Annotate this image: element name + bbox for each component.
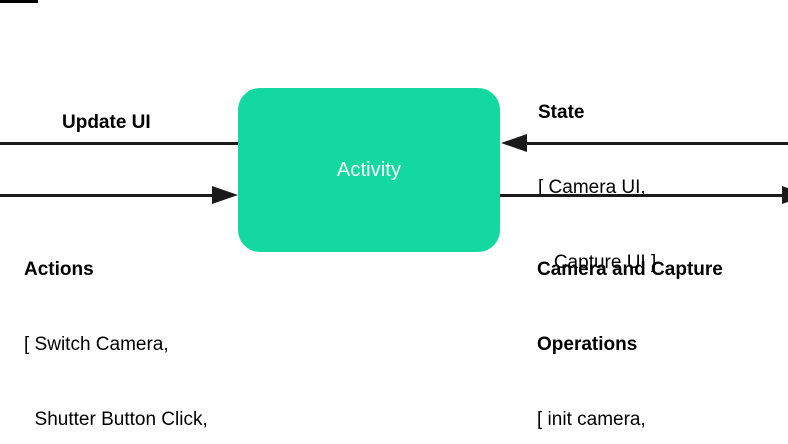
arrowhead-right-clipped-icon	[782, 186, 788, 204]
connector-line-actions	[0, 194, 215, 197]
flow-block-state: State [ Camera UI, Capture UI ]	[538, 50, 656, 325]
arrowhead-right-icon	[212, 186, 238, 204]
activity-node[interactable]: Activity	[238, 88, 500, 252]
flow-item: Capture UI ]	[538, 252, 657, 273]
top-left-artifact-bar	[0, 0, 38, 3]
flow-heading-camera-capture-operations-line-2: Operations	[537, 334, 638, 355]
flow-item: [ Switch Camera,	[24, 334, 169, 355]
activity-node-label: Activity	[336, 159, 402, 181]
connector-line-camera-capture-operations	[500, 194, 788, 197]
flow-block-actions: Actions [ Switch Camera, Shutter Button …	[24, 207, 254, 444]
connector-label-update-ui: Update UI	[62, 112, 151, 133]
arrowhead-left-icon	[501, 134, 527, 152]
flow-item: Shutter Button Click,	[24, 409, 208, 430]
flow-block-camera-capture-operations: Camera and Capture Operations [ init cam…	[537, 207, 723, 444]
flow-heading-state: State	[538, 102, 585, 123]
flow-item: [ Camera UI,	[538, 177, 646, 198]
connector-line-update-ui	[0, 142, 239, 145]
flow-heading-camera-capture-operations-line-1: Camera and Capture	[537, 259, 723, 280]
flow-heading-actions: Actions	[24, 259, 94, 280]
connector-line-state	[518, 142, 788, 145]
flow-item: [ init camera,	[537, 409, 646, 430]
